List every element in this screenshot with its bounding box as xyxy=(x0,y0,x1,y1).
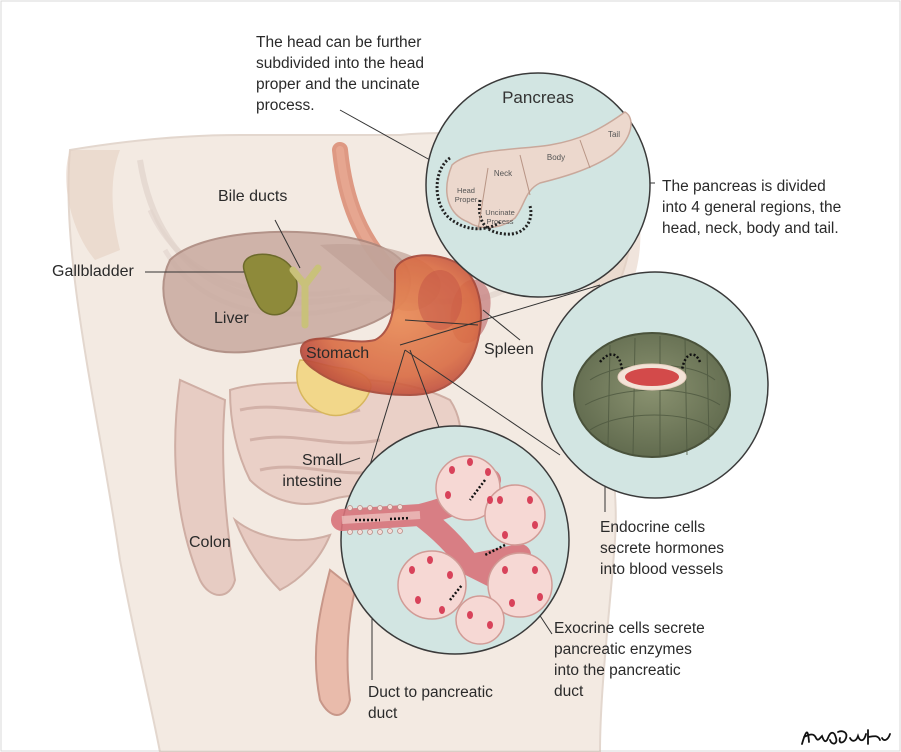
colon-label: Colon xyxy=(189,532,231,553)
head-subdivision-note: The head can be further subdivided into … xyxy=(256,32,424,116)
exocrine-note: Exocrine cells secrete pancreatic enzyme… xyxy=(554,618,705,702)
stomach-label: Stomach xyxy=(306,343,369,364)
exocrine-inset xyxy=(341,426,569,654)
small-intestine-label: Small intestine xyxy=(272,450,342,492)
tail-label: Tail xyxy=(608,130,620,139)
body-label: Body xyxy=(547,153,565,162)
bile-ducts-label: Bile ducts xyxy=(218,186,287,207)
spleen-label: Spleen xyxy=(484,339,534,360)
liver-label: Liver xyxy=(214,308,249,329)
gallbladder-label: Gallbladder xyxy=(52,261,134,282)
neck-label: Neck xyxy=(494,169,513,178)
endocrine-note: Endocrine cells secrete hormones into bl… xyxy=(600,517,724,580)
artist-signature xyxy=(798,724,893,750)
pancreas-inset-title: Pancreas xyxy=(502,88,574,107)
duct-note: Duct to pancreatic duct xyxy=(368,682,493,724)
regions-note: The pancreas is divided into 4 general r… xyxy=(662,176,841,239)
endocrine-inset xyxy=(542,272,768,498)
